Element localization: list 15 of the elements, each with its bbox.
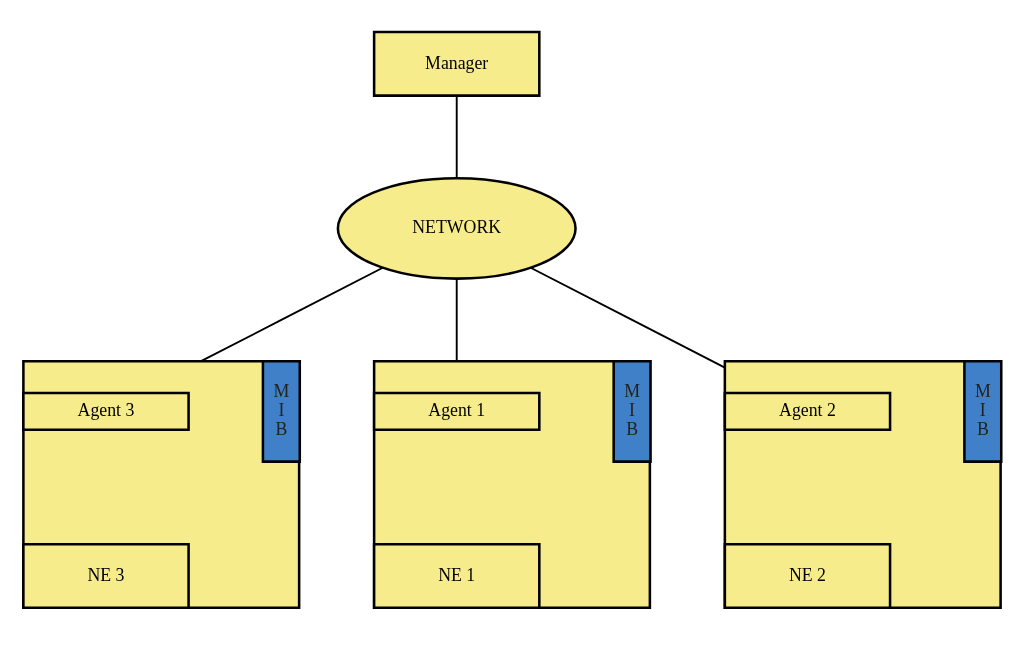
node-box: Agent 1 — [372, 391, 541, 432]
node-ellipse: NETWORK — [336, 176, 577, 280]
node-box: NE 3 — [22, 542, 190, 609]
node-box: M I B — [612, 359, 652, 463]
node-box: Agent 2 — [723, 391, 892, 432]
node-box: NE 1 — [372, 542, 541, 609]
node-box: M I B — [963, 359, 1003, 463]
node-box: NE 2 — [723, 542, 892, 609]
connector — [200, 266, 384, 363]
connector — [529, 266, 726, 369]
node-box: Agent 3 — [22, 391, 190, 432]
node-box: Manager — [372, 30, 541, 97]
connector — [455, 95, 458, 179]
node-box: M I B — [261, 359, 302, 463]
connector — [455, 278, 458, 363]
